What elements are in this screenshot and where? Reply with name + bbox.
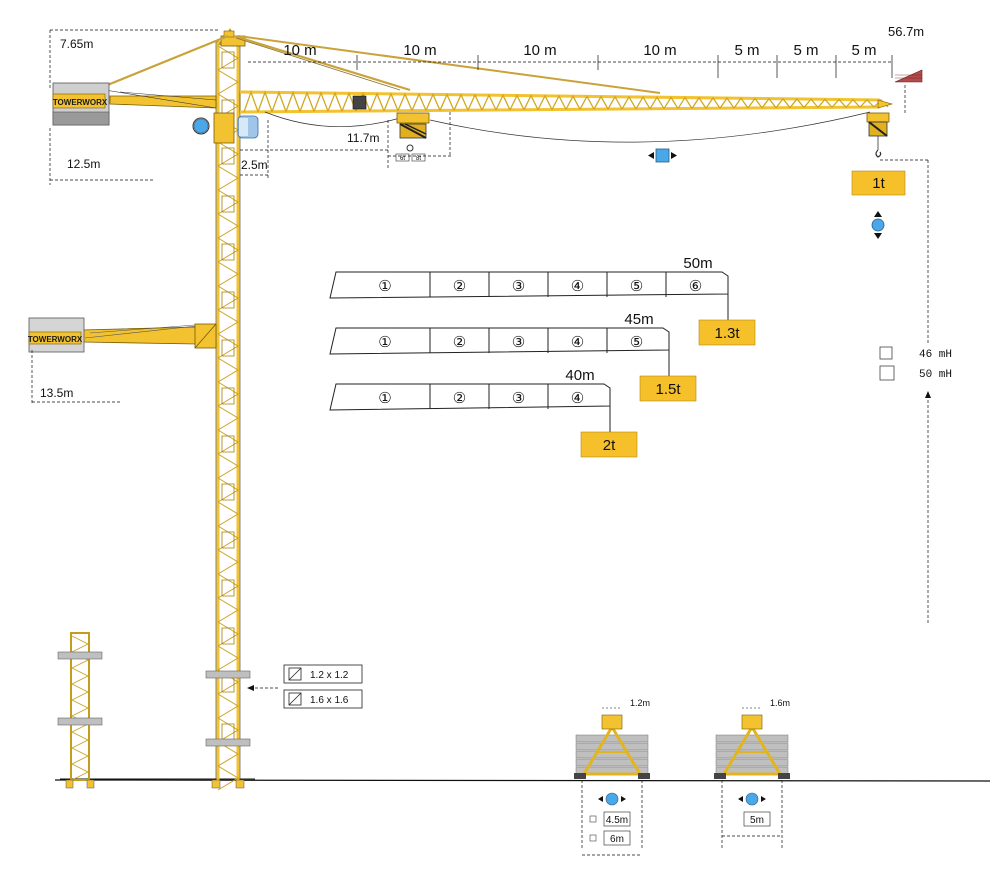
travel-icon — [745, 792, 759, 806]
jib-config-load-box — [639, 375, 697, 402]
jib-config-row: ① ② ③ ④ ⑤ ⑥ 50m 1.3t — [329, 255, 756, 346]
jib — [239, 90, 894, 143]
jib-section-number: ④ — [571, 334, 584, 351]
jib-config-row: ① ② ③ ④ ⑤ 45m 1.5t — [329, 311, 697, 402]
jib-section-number: ② — [453, 390, 466, 407]
jib-config-load-box — [698, 319, 756, 346]
counter-jib-top-label: 12.5m — [67, 157, 100, 171]
mast-section-2-label: 1.6 x 1.6 — [310, 695, 349, 706]
jib-section-number: ⑤ — [630, 278, 643, 295]
jib-section-number: ③ — [512, 334, 525, 351]
base-options: 1.2m 4.5m 6m 1.6m 5m — [574, 698, 790, 856]
jib-segment-5: 5 m — [734, 42, 759, 59]
main-mast — [205, 41, 251, 791]
height-options: 46 mH 50 mH — [879, 159, 952, 625]
jib-section-number: ③ — [512, 278, 525, 295]
jib-segment-3: 10 m — [523, 42, 556, 59]
jib-segment-2: 10 m — [403, 42, 436, 59]
tip-load-box — [851, 170, 906, 196]
jib-config-load-box — [580, 431, 638, 458]
height-46-label: 46 mH — [919, 349, 952, 361]
head-height-label: 7.65m — [60, 37, 93, 51]
counter-jib-dimension-lines — [31, 112, 452, 403]
jib-section-number: ① — [378, 390, 391, 407]
base-top-width: 1.6m — [770, 698, 790, 708]
hoist-updown-icon — [871, 211, 885, 239]
crane-head — [213, 28, 259, 144]
jib-section-number: ④ — [571, 278, 584, 295]
jib-config-row: ① ② ③ ④ 40m 2t — [329, 367, 638, 458]
trolley-hook-tip — [866, 112, 890, 158]
height-50-label: 50 mH — [919, 369, 952, 381]
head-height-dimension — [49, 29, 906, 115]
tip-load-label: 1t — [872, 175, 885, 192]
mast-section-legend: 1.2 x 1.2 1.6 x 1.6 — [247, 664, 363, 709]
brand-logo-upper: TOWERWORX — [53, 98, 108, 107]
jib-segment-4: 10 m — [643, 42, 676, 59]
jib-config-length: 45m — [624, 311, 653, 328]
trolley-hook-mid: 6t 8t — [395, 112, 430, 162]
jib-tip-marker — [894, 69, 923, 83]
base-top-width: 1.2m — [630, 698, 650, 708]
base-option: 1.2m 4.5m 6m — [574, 698, 650, 856]
counter-jib-low-label: 13.5m — [40, 386, 73, 400]
trolley-height-label: 11.7m — [347, 131, 379, 145]
spare-mast-sections — [57, 632, 103, 789]
brand-logo-lower: TOWERWORX — [28, 335, 83, 344]
base-option: 1.6m 5m — [714, 698, 790, 848]
jib-segment-7: 5 m — [851, 42, 876, 59]
cab-offset-label: 2.5m — [241, 158, 268, 172]
ground-line — [54, 779, 991, 782]
trolley-load-6t: 6t — [400, 156, 405, 162]
jib-section-number: ⑤ — [630, 334, 643, 351]
base-footprint: 5m — [750, 815, 764, 826]
jib-section-number: ① — [378, 278, 391, 295]
height-46-checkbox — [879, 346, 893, 360]
pendant-ties — [104, 34, 661, 94]
jib-config-load: 1.3t — [714, 325, 740, 342]
counter-jib-lower: TOWERWORX — [28, 317, 217, 353]
jib-section-number: ③ — [512, 390, 525, 407]
trolley-load-8t: 8t — [416, 156, 421, 162]
jib-section-number: ① — [378, 334, 391, 351]
jib-config-load: 1.5t — [655, 381, 681, 398]
jib-config-length: 40m — [565, 367, 594, 384]
jib-section-number: ⑥ — [689, 278, 702, 295]
jib-segment-6: 5 m — [793, 42, 818, 59]
height-50-checkbox — [879, 365, 895, 381]
base-footprint: 4.5m — [606, 815, 628, 826]
jib-section-number: ④ — [571, 390, 584, 407]
jib-configurations: ① ② ③ ④ ⑤ ⑥ 50m 1.3t ① ② ③ ④ ⑤ 45m 1.5t ① ② ③ ④ 40m 2t — [329, 255, 756, 458]
max-radius-label: 56.7m — [888, 24, 924, 39]
slewing-rotation-icon — [192, 117, 210, 135]
jib-section-number: ② — [453, 334, 466, 351]
jib-section-number: ② — [453, 278, 466, 295]
trolley-travel-icon — [648, 148, 677, 163]
jib-segment-dimensions — [248, 55, 893, 78]
travel-icon — [605, 792, 619, 806]
mast-section-1-label: 1.2 x 1.2 — [310, 670, 349, 681]
counter-jib-upper: TOWERWORX — [52, 82, 217, 126]
base-footprint: 6m — [610, 834, 624, 845]
jib-config-load: 2t — [603, 437, 616, 454]
jib-segment-1: 10 m — [283, 42, 316, 59]
jib-config-outline — [329, 383, 611, 411]
jib-config-length: 50m — [683, 255, 712, 272]
